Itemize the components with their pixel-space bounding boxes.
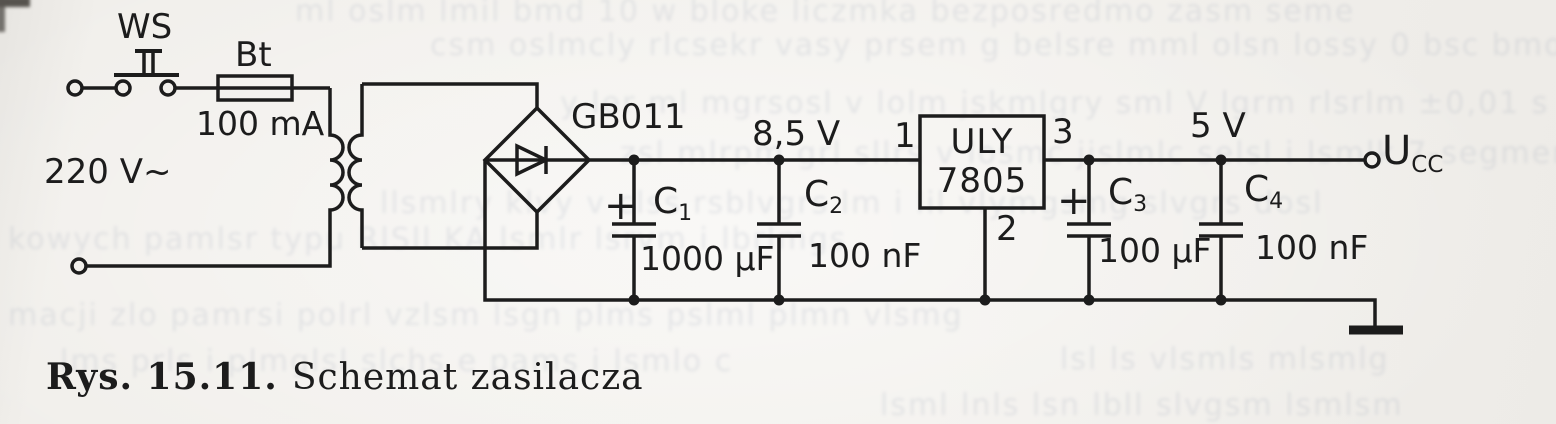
capacitor-c3 <box>1067 160 1111 300</box>
junction-dot <box>1083 154 1095 166</box>
capacitor-c1-name: C1 <box>653 184 692 225</box>
junction-dot <box>628 294 640 306</box>
regulator-label-line2: 7805 <box>936 161 1028 201</box>
regulator-label-line1: ULY <box>950 121 1014 162</box>
bleed-text: csm oslmcly rlcsekr vasy prsem g belsre … <box>430 28 1556 63</box>
capacitor-c3-value: 100 µF <box>1098 231 1212 270</box>
junction-dots <box>628 154 1227 306</box>
switch-contact <box>159 79 177 97</box>
bleed-text: lms prls i plmglsl slchs e pams i lsmlo … <box>60 344 734 379</box>
junction-dot <box>1215 154 1227 166</box>
junction-dot <box>773 294 785 306</box>
node-voltage-5v: 5 V <box>1190 106 1246 146</box>
page-edge-shadow <box>0 0 5 32</box>
regulator-pin-3: 3 <box>1052 112 1074 152</box>
plus-sign: + <box>1057 178 1091 224</box>
capacitor-c2 <box>757 160 801 300</box>
page-edge-shadow <box>0 0 30 7</box>
cap-name-base: C <box>1108 172 1134 213</box>
capacitor-c1 <box>612 160 656 300</box>
transformer-secondary-winding <box>347 84 364 248</box>
transformer-primary-winding <box>86 88 345 268</box>
junction-dot <box>979 294 991 306</box>
capacitor-c4-name: C4 <box>1244 172 1283 213</box>
switch-contact <box>114 79 132 97</box>
cap-name-base: C <box>804 174 830 215</box>
fuse-rating: 100 mA <box>196 104 325 143</box>
input-terminal-top <box>66 79 84 97</box>
transformer <box>86 84 364 268</box>
output-terminal <box>1363 151 1381 169</box>
node-voltage-8v5: 8,5 V <box>752 114 841 154</box>
cap-name-sub: 1 <box>678 201 693 226</box>
capacitor-c3-name: C3 <box>1108 175 1147 216</box>
bleed-text: y ler ml mgrsosl v lolm jskmlgry sml V l… <box>560 86 1550 121</box>
output-voltage-label: UCC <box>1382 131 1443 177</box>
fuse-label: Bt <box>235 35 272 75</box>
wire <box>362 212 539 250</box>
fuse-body <box>216 74 294 102</box>
regulator-body <box>918 114 1046 210</box>
pushbutton-switch <box>114 49 179 97</box>
regulator-pin-2: 2 <box>996 209 1018 249</box>
cap-name-sub: 2 <box>829 194 844 219</box>
figure-number: Rys. 15.11. <box>46 356 278 398</box>
ucc-sub: CC <box>1411 152 1444 178</box>
bleed-text: lsl ls vlsmls mlsmlg <box>1060 342 1390 377</box>
wire <box>362 82 539 108</box>
cap-name-base: C <box>653 181 679 222</box>
mains-voltage-label: 220 V~ <box>44 152 172 192</box>
plus-sign: + <box>604 183 638 229</box>
bleed-text: ml oslm lmil bmd 10 w bloke liczmka bezp… <box>295 0 1356 29</box>
capacitor-c1-value: 1000 µF <box>640 239 775 278</box>
rectifier-label: GB011 <box>571 97 686 137</box>
capacitor-c2-name: C2 <box>804 177 843 218</box>
cap-name-sub: 4 <box>1269 189 1284 214</box>
capacitor-c4-value: 100 nF <box>1255 228 1369 267</box>
bleed-text: macji zlo pamrsi polrl vzlsm lsgn plms p… <box>8 298 964 333</box>
junction-dot <box>773 154 785 166</box>
capacitor-c2-value: 100 nF <box>808 236 922 275</box>
ground-rail <box>483 160 1377 327</box>
bleed-text: lsml lnls lsn lbll slvgsm lsmlsm <box>880 388 1404 423</box>
bleed-text: kowych pamlsr typu RlSll KA lsmlr lsrvm … <box>8 222 848 257</box>
bridge-rectifier <box>482 105 592 215</box>
capacitor-c4 <box>1199 160 1243 300</box>
regulator-label: ULY 7805 <box>920 116 1044 208</box>
input-terminal-bottom <box>70 257 88 275</box>
regulator-pin-1: 1 <box>894 116 916 156</box>
junction-dot <box>628 154 640 166</box>
switch-label: WS <box>117 7 173 47</box>
ucc-base: U <box>1382 128 1412 174</box>
diode-triangle <box>515 143 551 177</box>
cap-name-base: C <box>1244 169 1270 210</box>
junction-dot <box>1083 294 1095 306</box>
figure-caption: Rys. 15.11. Schemat zasilacza <box>46 356 644 398</box>
bridge-diamond <box>482 105 592 215</box>
cap-name-sub: 3 <box>1133 192 1148 217</box>
figure-caption-text: Schemat zasilacza <box>291 357 644 398</box>
junction-dot <box>1215 294 1227 306</box>
